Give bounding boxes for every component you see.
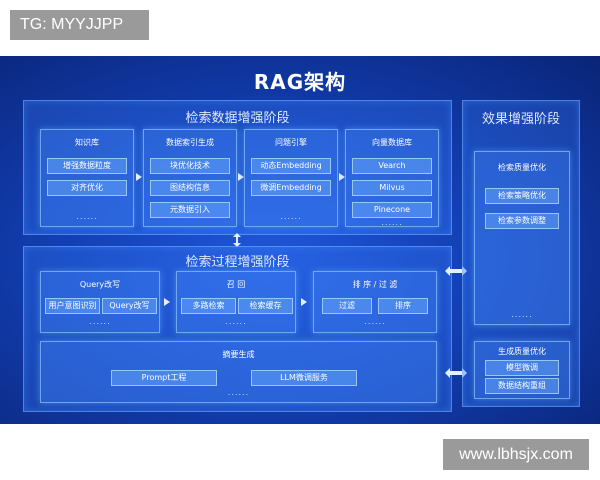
knowledge-base-card: 知识库 增强数据粒度 对齐优化 ...... [40,129,134,227]
more-dots: ...... [381,218,403,227]
chip: Milvus [352,180,432,196]
chip: LLM微调服务 [251,370,357,386]
arrow-right-icon [136,173,142,181]
query-engine-card: 问题引擎 动态Embedding 微调Embedding ...... [244,129,338,227]
chip: Prompt工程 [111,370,217,386]
recall-card: 召 回 多路检索 检索缓存 ...... [176,271,296,333]
diagram-title: RAG架构 [253,70,347,94]
rank-filter-card: 排 序 / 过 滤 过滤 排序 ...... [313,271,437,333]
double-arrow-horizontal-icon [445,368,467,378]
card-title: 排 序 / 过 滤 [352,280,398,289]
card-title: 向量数据库 [372,138,412,147]
chip: 块优化技术 [150,158,230,174]
retrieval-process-panel: 检索过程增强阶段 Query改写 用户意图识别 Query改写 ...... 召… [23,246,452,412]
chip: 用户意图识别 [45,298,100,314]
chip: Query改写 [102,298,157,314]
generation-quality-card: 生成质量优化 模型微调 数据结构重组 [474,341,570,399]
effect-panel: 效果增强阶段 检索质量优化 检索策略优化 检索参数调整 ...... 生成质量优… [462,100,580,407]
tg-watermark: TG: MYYJJPP [10,10,149,40]
chip: 模型微调 [485,360,559,376]
site-watermark: www.lbhsjx.com [443,439,589,470]
card-title: 知识库 [75,138,99,147]
more-dots: ...... [225,317,247,326]
chip: 检索缓存 [238,298,293,314]
chip: 增强数据粒度 [47,158,127,174]
card-title: 召 回 [226,280,246,289]
rag-diagram: RAG架构 检索数据增强阶段 知识库 增强数据粒度 对齐优化 ...... 数据… [0,56,600,424]
chip: 微调Embedding [251,180,331,196]
card-title: 摘要生成 [222,350,255,359]
arrow-right-icon [301,298,307,306]
vector-db-card: 向量数据库 Vearch Milvus Pinecone ...... [345,129,439,227]
double-arrow-vertical-icon [233,233,241,247]
retrieval-quality-card: 检索质量优化 检索策略优化 检索参数调整 ...... [474,151,570,325]
more-dots: ...... [89,317,111,326]
arrow-right-icon [339,173,345,181]
more-dots: ...... [511,310,533,319]
arrow-right-icon [238,173,244,181]
index-generation-card: 数据索引生成 块优化技术 图结构信息 元数据引入 [143,129,237,227]
more-dots: ...... [76,212,98,221]
arrow-right-icon [164,298,170,306]
summary-generation-card: 摘要生成 Prompt工程 LLM微调服务 ...... [40,341,437,403]
retrieval-data-panel: 检索数据增强阶段 知识库 增强数据粒度 对齐优化 ...... 数据索引生成 块… [23,100,452,235]
effect-title: 效果增强阶段 [481,112,560,127]
more-dots: ...... [364,317,386,326]
retrieval-process-title: 检索过程增强阶段 [185,255,290,270]
card-title: 数据索引生成 [166,138,214,147]
chip: 检索参数调整 [485,213,559,229]
chip: 元数据引入 [150,202,230,218]
chip: Vearch [352,158,432,174]
chip: 动态Embedding [251,158,331,174]
card-title: Query改写 [79,280,121,289]
chip: 检索策略优化 [485,188,559,204]
chip: 图结构信息 [150,180,230,196]
double-arrow-horizontal-icon [445,266,467,276]
card-title: 问题引擎 [275,138,307,147]
card-title: 生成质量优化 [498,347,546,356]
chip: 数据结构重组 [485,378,559,394]
more-dots: ...... [227,388,250,397]
retrieval-data-title: 检索数据增强阶段 [185,111,290,126]
chip: 过滤 [322,298,372,314]
chip: Pinecone [352,202,432,218]
more-dots: ...... [280,212,302,221]
chip: 多路检索 [181,298,236,314]
chip: 排序 [378,298,428,314]
chip: 对齐优化 [47,180,127,196]
card-title: 检索质量优化 [498,163,546,172]
query-rewrite-card: Query改写 用户意图识别 Query改写 ...... [40,271,160,333]
